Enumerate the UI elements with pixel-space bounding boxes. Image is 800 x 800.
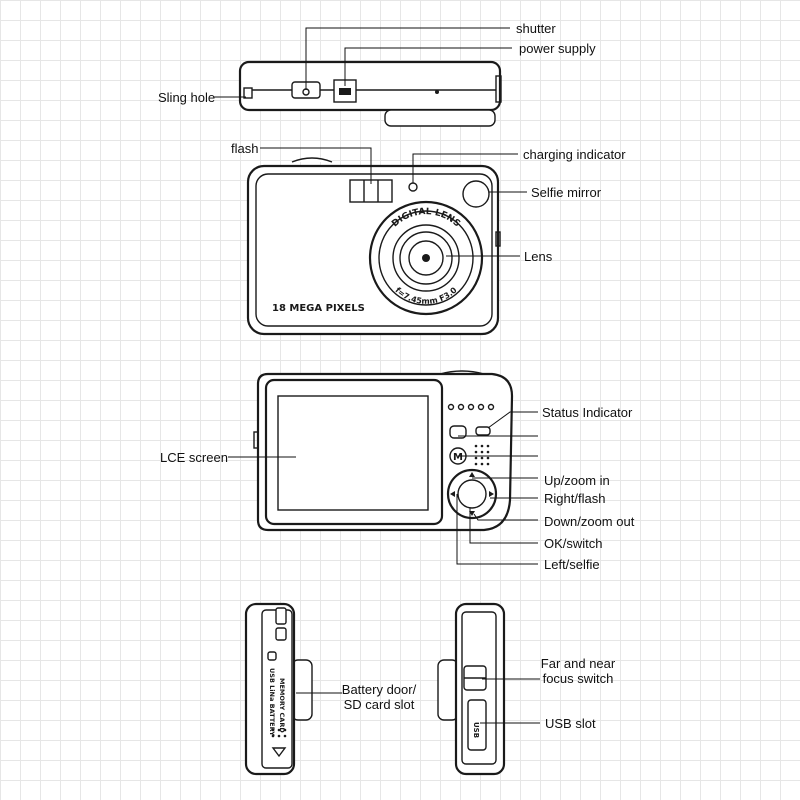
status-indicator-lights bbox=[447, 403, 495, 411]
label-right-flash: Right/flash bbox=[544, 491, 606, 506]
usb-print: USB bbox=[472, 722, 480, 738]
label-shutter: shutter bbox=[516, 21, 556, 36]
label-usb-slot: USB slot bbox=[545, 716, 596, 731]
lcd-screen bbox=[277, 395, 429, 511]
label-battery-door: Battery door/ SD card slot bbox=[341, 682, 417, 712]
mega-pixels-print: 18 MEGA PIXELS bbox=[272, 303, 365, 314]
label-left-selfie: Left/selfie bbox=[544, 557, 600, 572]
screen-bezel bbox=[264, 378, 444, 526]
camera-top-view bbox=[238, 60, 502, 127]
battery-print: USB LiNa BATTERY bbox=[268, 668, 276, 736]
top-lens-barrel bbox=[384, 109, 496, 127]
memory-card-print: MEMORY CARD bbox=[278, 678, 286, 733]
top-body bbox=[238, 60, 502, 112]
camera-left-side-view: USB LiNa BATTERY MEMORY CARD bbox=[244, 602, 313, 776]
leader-lines bbox=[214, 27, 540, 724]
selfie-mirror bbox=[462, 180, 490, 208]
speaker-grille bbox=[474, 444, 490, 466]
ok-button bbox=[457, 479, 487, 509]
label-lce-screen: LCE screen bbox=[160, 450, 228, 465]
camera-front-view: DIGITAL LENS f=7.45mm F3.0 18 MEGA PIXEL… bbox=[246, 157, 501, 336]
label-sling-hole: Sling hole bbox=[158, 90, 216, 105]
m-button-print: M bbox=[453, 452, 463, 463]
label-down-zoom-out: Down/zoom out bbox=[544, 514, 635, 529]
label-flash: flash bbox=[231, 141, 259, 156]
label-focus-switch: Far and near focus switch bbox=[540, 656, 616, 686]
label-selfie-mirror: Selfie mirror bbox=[531, 185, 602, 200]
charging-indicator-light bbox=[408, 182, 418, 192]
playback-button bbox=[449, 425, 467, 439]
camera-back-view: M bbox=[253, 370, 514, 532]
status-led bbox=[475, 426, 491, 436]
label-power-supply: power supply bbox=[519, 41, 596, 56]
label-up-zoom-in: Up/zoom in bbox=[544, 473, 610, 488]
camera-right-side-view: USB bbox=[437, 602, 506, 776]
usb-port bbox=[467, 699, 487, 751]
label-lens: Lens bbox=[524, 249, 553, 264]
label-ok-switch: OK/switch bbox=[544, 536, 603, 551]
sling-hole bbox=[243, 87, 253, 99]
left-body bbox=[244, 602, 296, 776]
label-charging-indicator: charging indicator bbox=[523, 147, 626, 162]
label-status-indicator: Status Indicator bbox=[542, 405, 633, 420]
